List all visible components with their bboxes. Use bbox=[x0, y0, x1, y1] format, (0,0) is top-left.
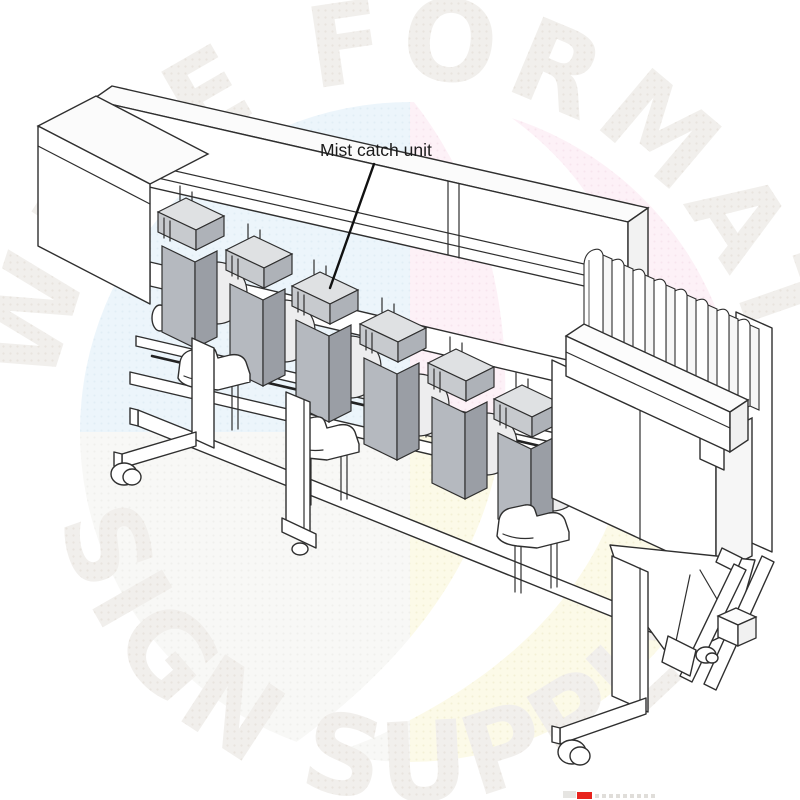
take-up-unit bbox=[661, 547, 775, 691]
mid-stand-leg bbox=[281, 391, 317, 556]
beam-panel-joint bbox=[447, 180, 460, 259]
label-leader-line bbox=[328, 162, 376, 290]
bottom-logo-fragment-gray bbox=[563, 791, 576, 798]
logo-quadrant-gray bbox=[80, 432, 410, 762]
left-stand-leg bbox=[110, 337, 215, 486]
caster-mid bbox=[291, 542, 309, 556]
bottom-logo-fragment-text bbox=[595, 794, 657, 798]
mist-catch-unit-label: Mist catch unit bbox=[320, 140, 432, 160]
mist-catch-unit-callout: Mist catch unit bbox=[320, 140, 432, 290]
bottom-logo-fragment-red bbox=[577, 792, 592, 799]
right-stand-leg bbox=[551, 555, 649, 766]
left-end-cover bbox=[36, 95, 210, 305]
